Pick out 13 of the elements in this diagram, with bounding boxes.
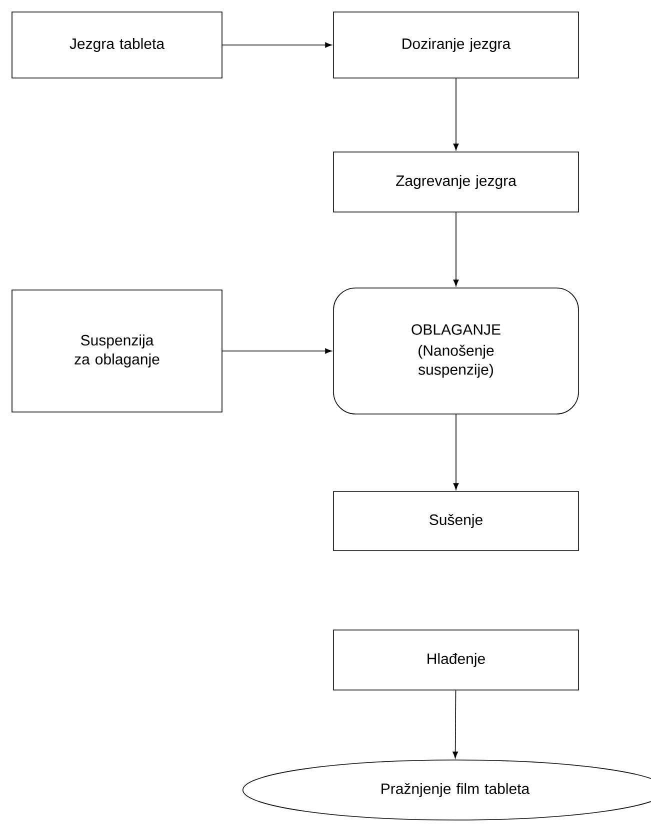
process-rounded-box: OBLAGANJE (Nanošenje suspenzije) — [333, 288, 579, 414]
process-box: Hlađenje — [333, 630, 579, 690]
process-box: Sušenje — [333, 491, 579, 551]
arrow — [452, 690, 458, 758]
process-box: Doziranje jezgra — [333, 12, 579, 78]
arrow — [453, 212, 459, 286]
arrow — [453, 414, 459, 490]
arrow — [222, 348, 332, 354]
arrow — [453, 78, 459, 150]
process-box: Jezgra tableta — [12, 12, 222, 78]
process-box: Suspenzija za oblaganje — [12, 290, 222, 412]
arrow — [222, 42, 332, 48]
process-box: Zagrevanje jezgra — [333, 152, 579, 212]
